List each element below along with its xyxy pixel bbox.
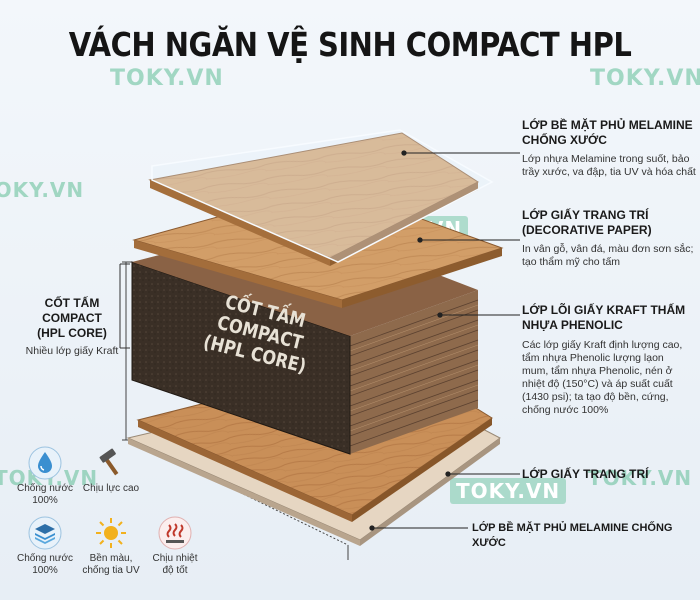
- leader-lines: [369, 150, 520, 531]
- heat-icon: [158, 516, 192, 550]
- feature-uv-resistant: Bền màu, chống tia UV: [76, 516, 146, 577]
- watermark: TOKY.VN: [590, 66, 700, 91]
- core-callout-bracket: [119, 263, 130, 349]
- page-title: VÁCH NGĂN VỆ SINH COMPACT HPL: [68, 25, 632, 65]
- feature-waterproof-layers: Chống nước 100%: [10, 516, 80, 577]
- water-drop-icon: [28, 446, 62, 480]
- layer-annotation-melamine-bottom: LỚP BỀ MẶT PHỦ MELAMINE CHỐNG XƯỚC: [472, 522, 673, 549]
- feature-high-strength: Chịu lực cao: [76, 446, 146, 495]
- watermark: TOKY.VN: [588, 466, 693, 490]
- layer-annotation-melamine-top: LỚP BỀ MẶT PHỦ MELAMINE CHỐNG XƯỚC Lớp n…: [522, 118, 696, 178]
- feature-heat-resistant: Chịu nhiệt độ tốt: [140, 516, 210, 577]
- watermark: TOKY.VN: [0, 178, 85, 202]
- watermark: TOKY.VN: [110, 66, 224, 91]
- core-callout: CỐT TẤM COMPACT (HPL CORE) Nhiều lớp giấ…: [25, 296, 119, 357]
- layers-icon: [28, 516, 62, 550]
- top-melamine-layer: [148, 129, 494, 266]
- hammer-icon: [99, 448, 119, 476]
- sun-icon: [96, 518, 126, 548]
- layer-annotation-kraft-core: LỚP LÕI GIẤY KRAFT THẤM NHỰA PHENOLIC Cá…: [522, 303, 686, 416]
- feature-waterproof: Chống nước 100%: [10, 446, 80, 507]
- layer-annotation-decorative-bottom: LỚP GIẤY TRANG TRÍ: [522, 467, 649, 481]
- layer-annotation-decorative: LỚP GIẤY TRANG TRÍ (DECORATIVE PAPER) In…: [522, 208, 694, 268]
- watermark: TOKY.VN: [450, 478, 567, 504]
